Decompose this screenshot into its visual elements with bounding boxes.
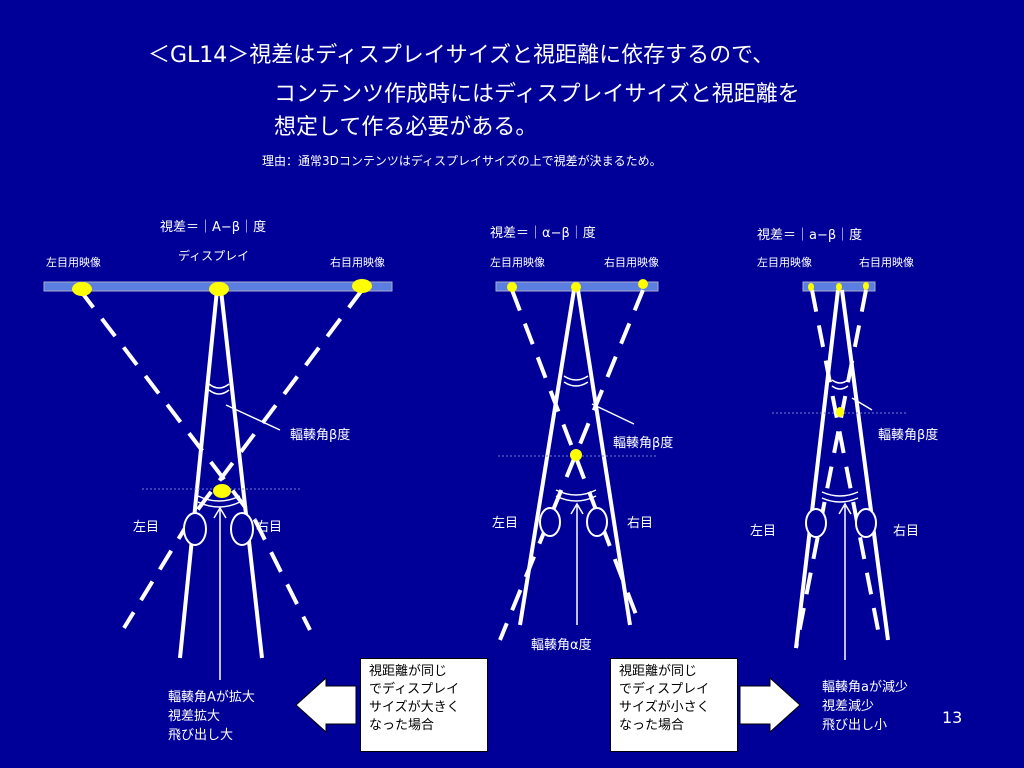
box-larger-line-3: サイズが大きく — [369, 700, 460, 715]
left-block-arrow — [295, 676, 357, 734]
page-title-line-2: コンテンツ作成時にはディスプレイサイズと視距離を — [274, 82, 800, 107]
panel-2-right-eye-label: 右目 — [627, 516, 654, 531]
marker-left-image — [72, 282, 92, 296]
left-eye — [805, 508, 827, 538]
panel-2-right-image-label: 右目用映像 — [604, 256, 659, 269]
angle-arc — [831, 379, 849, 384]
pointer-line — [225, 404, 281, 431]
angle-arc — [197, 495, 241, 502]
box-larger-line-1: 視距離が同じ — [369, 664, 448, 679]
pointer-line — [851, 397, 873, 411]
right-eye-line — [840, 289, 890, 641]
angle-arc — [821, 491, 859, 497]
panel-1-left-eye-label: 左目 — [133, 520, 160, 535]
panel-1-disparity: 視差＝｜A−β｜度 — [160, 220, 267, 235]
angle-arc — [208, 389, 230, 395]
angle-arc — [563, 381, 589, 387]
panel-2-disparity: 視差＝｜α−β｜度 — [490, 226, 596, 241]
page-number: 13 — [942, 708, 963, 727]
marker-perceived-point — [836, 407, 844, 417]
marker-perceived-point — [570, 449, 582, 461]
result-right-line-2: 視差減少 — [822, 699, 875, 714]
panel-2-convergence-bottom-label: 輻輳角α度 — [531, 638, 592, 653]
marker-left-image — [808, 283, 814, 291]
panel-1-left-image-label: 左目用映像 — [46, 256, 101, 269]
box-larger-line-4: なった場合 — [369, 718, 435, 733]
panel-1-convergence-label: 輻輳角β度 — [290, 428, 351, 443]
right-image-ray — [498, 289, 645, 641]
angle-arc — [563, 375, 589, 381]
panel-3-right-eye-label: 右目 — [893, 524, 920, 539]
left-eye-line — [178, 289, 219, 659]
box-smaller-line-4: なった場合 — [619, 718, 685, 733]
angle-arc — [197, 501, 241, 508]
pointer-line — [591, 403, 635, 425]
right-eye — [586, 507, 608, 537]
right-block-arrow — [739, 676, 801, 734]
panel-2-left-eye-label: 左目 — [492, 516, 519, 531]
panel-same-display — [495, 279, 659, 641]
marker-right-image — [352, 279, 372, 293]
marker-right-image — [638, 279, 648, 289]
marker-right-image — [863, 282, 869, 290]
panel-small-display — [772, 281, 906, 660]
explanation-box-larger: 視距離が同じ でディスプレイ サイズが大きく なった場合 — [360, 658, 488, 752]
panel-1-display-label: ディスプレイ — [178, 249, 250, 263]
panel-3-convergence-label: 輻輳角β度 — [878, 428, 939, 443]
right-eye — [855, 508, 877, 538]
up-arrow-head — [838, 502, 852, 515]
reason-text: 理由：通常3Dコンテンツはディスプレイサイズの上で視差が決まるため。 — [262, 154, 662, 168]
panel-3-disparity: 視差＝｜a−β｜度 — [757, 228, 863, 243]
panel-1-right-eye-label: 右目 — [256, 520, 283, 535]
left-eye — [183, 512, 207, 546]
marker-center — [836, 283, 842, 291]
angle-arc — [831, 385, 849, 390]
box-larger-line-2: でディスプレイ — [369, 682, 460, 697]
box-smaller-line-1: 視距離が同じ — [619, 664, 698, 679]
result-left-line-1: 輻輳角Aが拡大 — [168, 690, 255, 705]
marker-left-image — [507, 282, 517, 292]
left-image-ray — [810, 289, 882, 641]
left-image-ray-ext — [253, 519, 312, 631]
left-eye-line — [794, 289, 840, 649]
panel-3-left-image-label: 左目用映像 — [757, 256, 812, 269]
result-left-line-3: 飛び出し大 — [168, 728, 234, 743]
panel-3-left-eye-label: 左目 — [750, 524, 777, 539]
up-arrow-head — [570, 502, 584, 515]
right-image-ray — [188, 288, 364, 522]
right-eye-line — [219, 289, 264, 659]
marker-center — [571, 282, 581, 292]
page-title-line-1: ＜GL14＞視差はディスプレイサイズと視距離に依存するので、 — [148, 43, 775, 68]
result-right-line-1: 輻輳角aが減少 — [822, 680, 908, 695]
angle-arc — [555, 495, 597, 502]
panel-1-right-image-label: 右目用映像 — [330, 256, 385, 269]
right-eye-line — [576, 289, 632, 626]
left-eye — [539, 507, 561, 537]
left-eye-line — [518, 289, 576, 626]
up-arrow-head — [213, 506, 227, 519]
explanation-box-smaller: 視距離が同じ でディスプレイ サイズが小さく なった場合 — [610, 658, 738, 752]
angle-arc — [555, 489, 597, 496]
angle-arc — [208, 383, 230, 389]
box-smaller-line-3: サイズが小さく — [619, 700, 710, 715]
left-image-ray — [78, 288, 257, 522]
right-eye — [230, 512, 254, 546]
right-image-ray — [794, 289, 868, 649]
panel-2-left-image-label: 左目用映像 — [490, 256, 545, 269]
box-smaller-line-2: でディスプレイ — [619, 682, 710, 697]
result-left-line-2: 視差拡大 — [168, 709, 221, 724]
right-image-ray-ext — [122, 518, 192, 630]
panel-3-right-image-label: 右目用映像 — [859, 256, 914, 269]
result-right-line-3: 飛び出し小 — [822, 718, 888, 733]
left-image-ray — [510, 289, 642, 626]
angle-arc — [821, 497, 859, 503]
page-title-line-3: 想定して作る必要がある。 — [274, 115, 538, 140]
marker-center — [209, 282, 229, 296]
marker-perceived-point — [213, 484, 231, 498]
panel-2-convergence-label: 輻輳角β度 — [613, 436, 674, 451]
panel-large-display — [43, 279, 393, 680]
